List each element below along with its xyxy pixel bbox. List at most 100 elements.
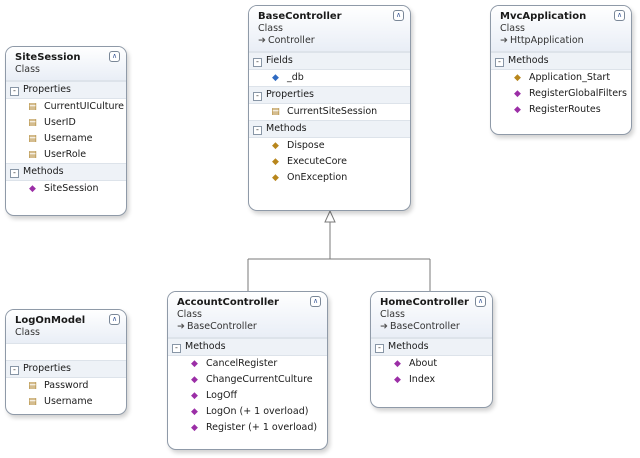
field-icon: ◆	[272, 73, 279, 83]
collapse-icon[interactable]: ∧	[475, 296, 486, 307]
base-class: ➜HttpApplication	[500, 35, 584, 46]
member-item[interactable]: ◆ChangeCurrentCulture	[168, 372, 327, 388]
class-kind: Class	[15, 327, 40, 338]
class-name: MvcApplication	[500, 11, 587, 22]
class-box-mvc-application[interactable]: MvcApplication Class ➜HttpApplication ∧ …	[490, 5, 632, 135]
minus-icon[interactable]: -	[375, 344, 384, 353]
member-item[interactable]: ▤CurrentUICulture	[6, 99, 126, 115]
property-icon: ▤	[28, 150, 37, 160]
property-icon: ▤	[271, 107, 280, 117]
base-class: ➜BaseController	[177, 321, 257, 332]
class-kind: Class	[15, 64, 40, 75]
class-header[interactable]: AccountController Class ➜BaseController …	[168, 292, 327, 338]
section-header-properties[interactable]: -Properties	[6, 81, 126, 99]
member-item[interactable]: ▤UserID	[6, 115, 126, 131]
minus-icon[interactable]: -	[10, 87, 19, 96]
collapse-icon[interactable]: ∧	[614, 10, 625, 21]
method-icon: ◆	[514, 89, 521, 99]
class-name: BaseController	[258, 11, 342, 22]
inheritance-arrowhead	[324, 209, 336, 223]
inherits-arrow-icon: ➜	[500, 35, 508, 46]
method-icon: ◆	[191, 375, 198, 385]
minus-icon[interactable]: -	[172, 344, 181, 353]
protected-method-icon: ◆	[272, 141, 279, 151]
section-header-methods[interactable]: -Methods	[168, 338, 327, 356]
class-header[interactable]: SiteSession Class ∧	[6, 47, 126, 81]
member-item[interactable]: ◆SiteSession	[6, 181, 126, 197]
section-header-methods[interactable]: -Methods	[371, 338, 492, 356]
class-kind: Class	[258, 23, 283, 34]
property-icon: ▤	[28, 134, 37, 144]
inherits-arrow-icon: ➜	[380, 321, 388, 332]
member-item[interactable]: ▤Username	[6, 131, 126, 147]
method-icon: ◆	[514, 105, 521, 115]
member-item[interactable]: ◆About	[371, 356, 492, 372]
collapse-icon[interactable]: ∧	[109, 51, 120, 62]
collapse-icon[interactable]: ∧	[393, 10, 404, 21]
class-box-site-session[interactable]: SiteSession Class ∧ -Properties ▤Current…	[5, 46, 127, 216]
minus-icon[interactable]: -	[253, 58, 262, 67]
method-icon: ◆	[191, 391, 198, 401]
member-item[interactable]: ▤UserRole	[6, 147, 126, 163]
method-icon: ◆	[394, 375, 401, 385]
protected-method-icon: ◆	[514, 73, 521, 83]
member-item[interactable]: ◆CancelRegister	[168, 356, 327, 372]
section-header-fields[interactable]: -Fields	[249, 52, 410, 70]
member-item[interactable]: ◆RegisterRoutes	[491, 102, 631, 118]
class-header[interactable]: HomeController Class ➜BaseController ∧	[371, 292, 492, 338]
minus-icon[interactable]: -	[10, 169, 19, 178]
collapse-icon[interactable]: ∧	[109, 314, 120, 325]
base-class: ➜Controller	[258, 35, 315, 46]
method-icon: ◆	[29, 184, 36, 194]
protected-method-icon: ◆	[272, 173, 279, 183]
class-box-log-on-model[interactable]: LogOnModel Class ∧ -Properties ▤Password…	[5, 309, 127, 415]
member-item[interactable]: ▤Username	[6, 394, 126, 410]
minus-icon[interactable]: -	[495, 58, 504, 67]
class-header[interactable]: BaseController Class ➜Controller ∧	[249, 6, 410, 52]
method-icon: ◆	[191, 407, 198, 417]
member-item[interactable]: ◆OnException	[249, 170, 410, 186]
class-box-base-controller[interactable]: BaseController Class ➜Controller ∧ -Fiel…	[248, 5, 411, 211]
member-item[interactable]: ◆Application_Start	[491, 70, 631, 86]
method-icon: ◆	[191, 359, 198, 369]
member-item[interactable]: ◆ExecuteCore	[249, 154, 410, 170]
property-icon: ▤	[28, 397, 37, 407]
section-header-properties[interactable]: -Properties	[249, 86, 410, 104]
inherits-arrow-icon: ➜	[177, 321, 185, 332]
class-name: AccountController	[177, 297, 279, 308]
class-name: SiteSession	[15, 52, 81, 63]
collapse-icon[interactable]: ∧	[310, 296, 321, 307]
minus-icon[interactable]: -	[10, 366, 19, 375]
minus-icon[interactable]: -	[253, 126, 262, 135]
member-item[interactable]: ◆RegisterGlobalFilters	[491, 86, 631, 102]
class-box-account-controller[interactable]: AccountController Class ➜BaseController …	[167, 291, 328, 450]
member-item[interactable]: ◆Dispose	[249, 138, 410, 154]
member-item[interactable]: ◆_db	[249, 70, 410, 86]
section-header-properties[interactable]: -Properties	[6, 360, 126, 378]
method-icon: ◆	[191, 423, 198, 433]
class-header[interactable]: LogOnModel Class ∧	[6, 310, 126, 344]
member-item[interactable]: ▤Password	[6, 378, 126, 394]
member-item[interactable]: ◆LogOff	[168, 388, 327, 404]
section-header-methods[interactable]: -Methods	[491, 52, 631, 70]
member-item[interactable]: ◆Register (+ 1 overload)	[168, 420, 327, 436]
property-icon: ▤	[28, 118, 37, 128]
class-kind: Class	[500, 23, 525, 34]
member-item[interactable]: ◆Index	[371, 372, 492, 388]
member-item[interactable]: ▤CurrentSiteSession	[249, 104, 410, 120]
method-icon: ◆	[394, 359, 401, 369]
class-name: HomeController	[380, 297, 469, 308]
inherits-arrow-icon: ➜	[258, 35, 266, 46]
property-icon: ▤	[28, 102, 37, 112]
class-name: LogOnModel	[15, 315, 86, 326]
class-kind: Class	[177, 309, 202, 320]
section-header-methods[interactable]: -Methods	[249, 120, 410, 138]
protected-method-icon: ◆	[272, 157, 279, 167]
base-class: ➜BaseController	[380, 321, 460, 332]
class-box-home-controller[interactable]: HomeController Class ➜BaseController ∧ -…	[370, 291, 493, 408]
minus-icon[interactable]: -	[253, 92, 262, 101]
class-header[interactable]: MvcApplication Class ➜HttpApplication ∧	[491, 6, 631, 52]
member-item[interactable]: ◆LogOn (+ 1 overload)	[168, 404, 327, 420]
section-header-methods[interactable]: -Methods	[6, 163, 126, 181]
